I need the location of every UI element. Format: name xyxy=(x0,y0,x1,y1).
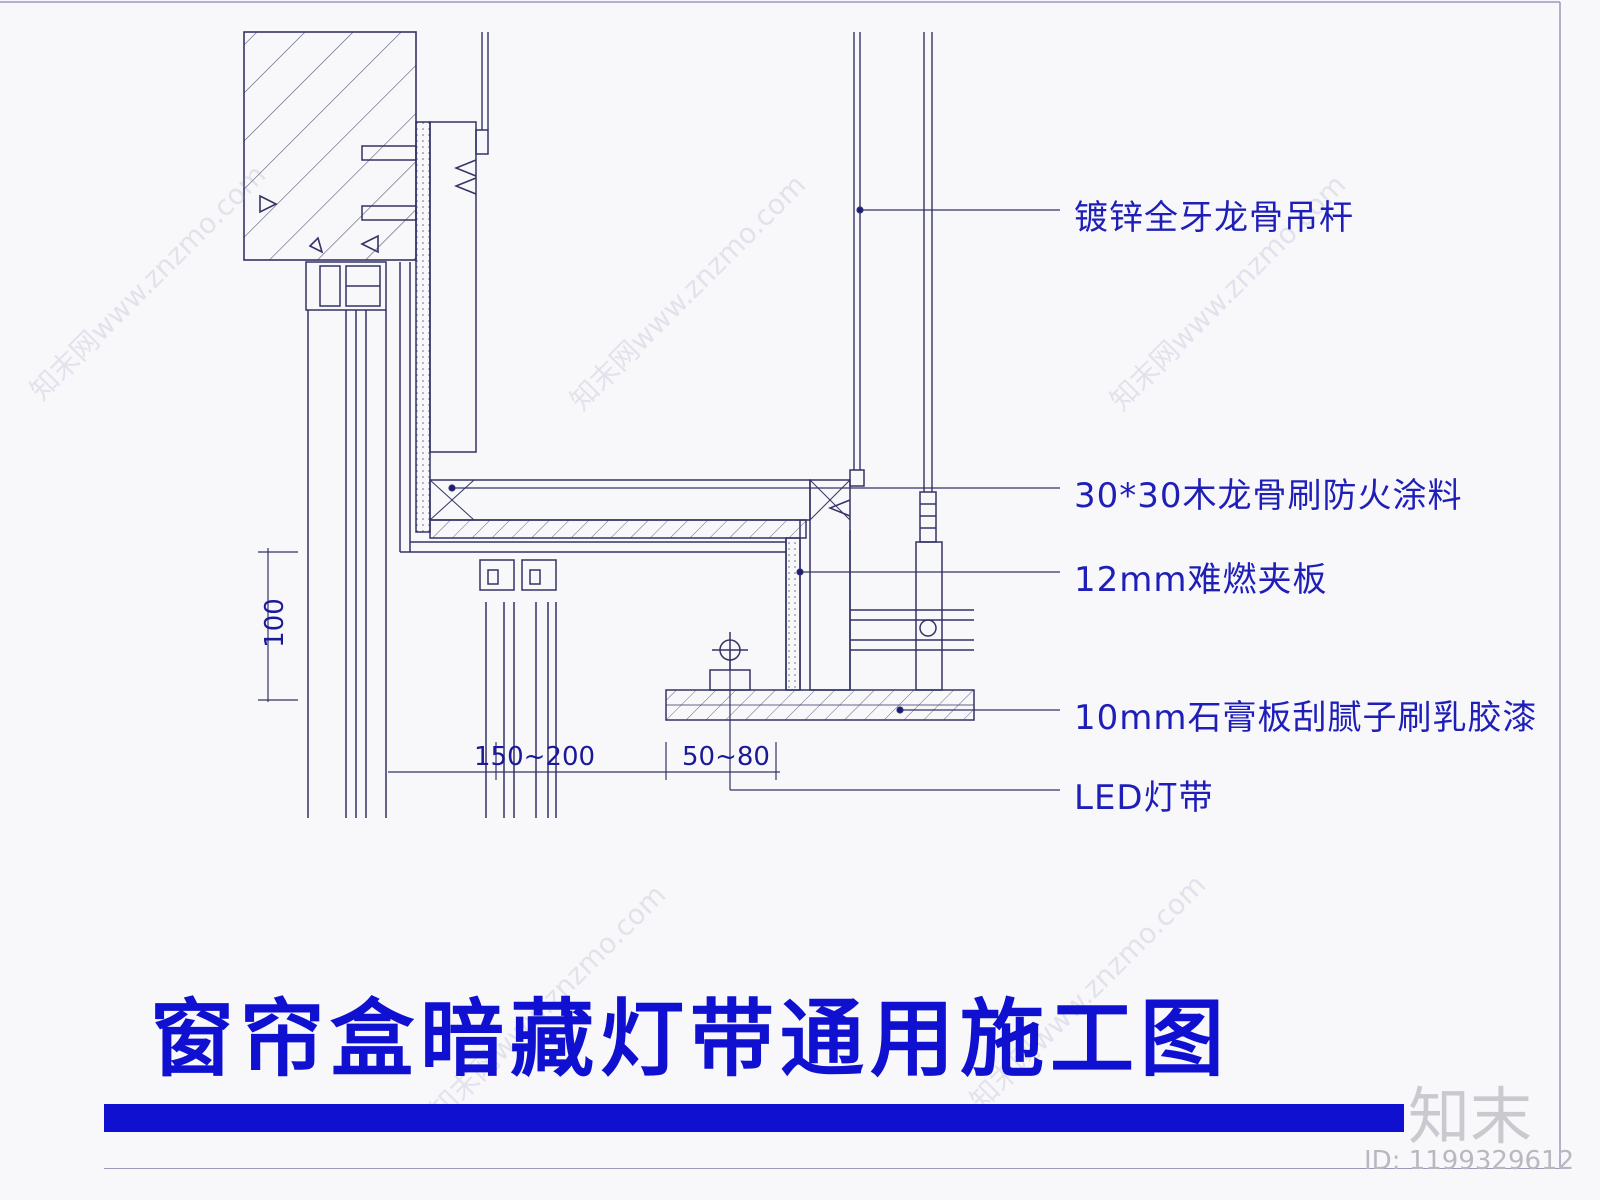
drawing-frame xyxy=(0,1,1561,1168)
label-plywood: 12mm难燃夹板 xyxy=(1074,560,1328,600)
curtain-box-bottom xyxy=(429,479,811,691)
title-underline-bar xyxy=(104,1104,1404,1132)
title-thin-line xyxy=(104,1168,1564,1169)
drawing-title: 窗帘盒暗藏灯带通用施工图 xyxy=(150,990,1231,1088)
dimension-offset: 50~80 xyxy=(682,742,770,772)
image-id: ID: 1199329612 xyxy=(1364,1146,1575,1176)
label-gypsum-board: 10mm石膏板刮腻子刷乳胶漆 xyxy=(1074,698,1538,738)
gypsum-ceiling xyxy=(665,689,975,721)
leader-lines xyxy=(448,206,1060,791)
hanger-connection xyxy=(809,469,865,691)
curtain-tracks xyxy=(479,559,557,818)
dimension-lines xyxy=(258,548,780,780)
dimension-gap: 150~200 xyxy=(474,742,596,772)
dimension-height: 100 xyxy=(259,598,290,648)
label-led-strip: LED灯带 xyxy=(1074,778,1214,818)
hanger-hardware xyxy=(850,491,974,691)
threaded-rods xyxy=(481,32,933,492)
brand-logo: 知末 xyxy=(1408,1080,1533,1153)
wood-batten-top xyxy=(429,121,489,453)
label-threaded-rod: 镀锌全牙龙骨吊杆 xyxy=(1074,198,1354,238)
window-frame xyxy=(305,261,387,818)
label-wood-batten: 30*30木龙骨刷防火涂料 xyxy=(1074,476,1463,516)
